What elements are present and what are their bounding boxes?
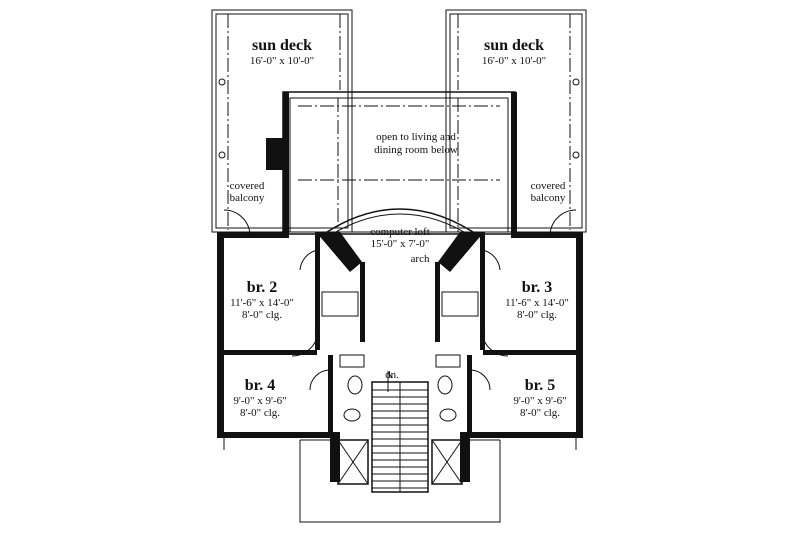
br2-ceiling: 8'-0" clg. [242,309,282,321]
computer-loft-size: 15'-0" x 7'-0" [371,238,430,250]
sun-deck-left-name: sun deck [252,37,312,54]
open-to-below-line1: open to living and [376,131,456,143]
br4-size: 9'-0" x 9'-6" [233,395,286,407]
bath-fixtures [339,354,461,422]
stairs [371,370,429,493]
br4-ceiling: 8'-0" clg. [240,407,280,419]
br5-size: 9'-0" x 9'-6" [513,395,566,407]
br5-ceiling: 8'-0" clg. [520,407,560,419]
open-to-below-line2: dining room below [374,144,458,156]
br2-size: 11'-6" x 14'-0" [230,297,294,309]
covered-balcony-right-line1: covered [531,180,566,192]
open-to-below-outline [282,91,516,235]
br3-ceiling: 8'-0" clg. [517,309,557,321]
computer-loft-arch [316,208,484,272]
interior-walls [315,232,485,482]
door-swings [223,209,577,391]
sun-deck-left-size: 16'-0" x 10'-0" [250,55,314,67]
br2-name: br. 2 [247,279,278,296]
covered-balcony-right-line2: balcony [531,192,566,204]
fireplace [266,138,284,170]
stair-down-label: dn. [385,369,399,381]
br4-name: br. 4 [245,377,276,394]
br3-size: 11'-6" x 14'-0" [505,297,569,309]
bottom-porch-outline [223,438,577,523]
sun-deck-right-size: 16'-0" x 10'-0" [482,55,546,67]
covered-balcony-left-line1: covered [230,180,265,192]
computer-loft-name: computer loft [370,226,430,238]
sun-deck-right-name: sun deck [484,37,544,54]
covered-balcony-left-line2: balcony [230,192,265,204]
arch-label: arch [411,253,430,265]
br5-name: br. 5 [525,377,556,394]
exterior-walls [217,92,583,438]
br3-name: br. 3 [522,279,553,296]
closet-blocks [337,439,463,485]
